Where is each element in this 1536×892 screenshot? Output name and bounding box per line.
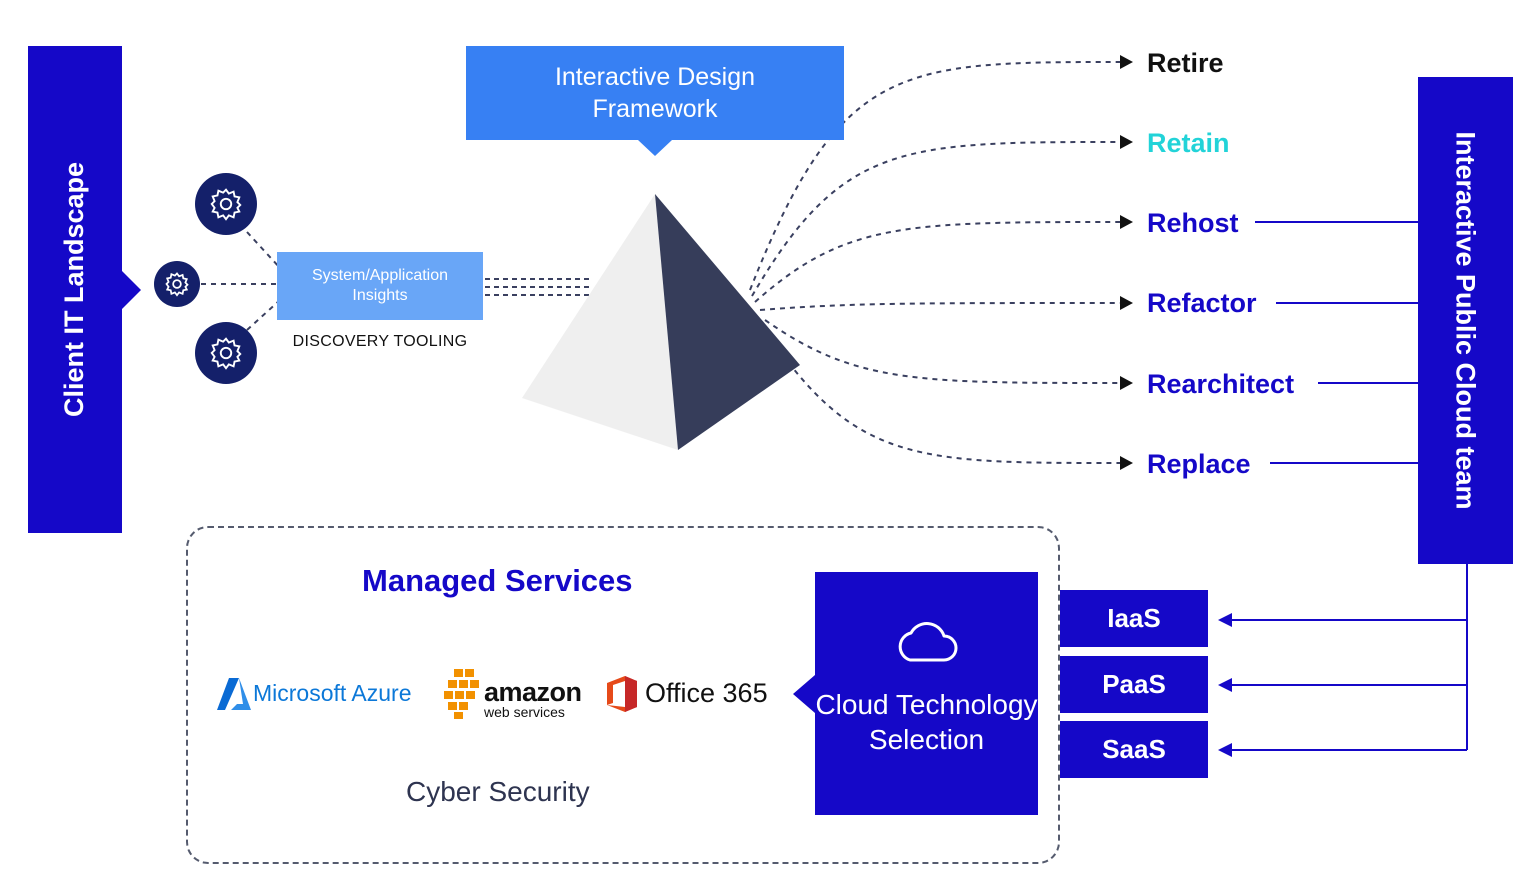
client-it-landscape-pointer [122, 271, 141, 309]
system-insights-label: System/Application Insights [311, 267, 449, 304]
pyramid-light-face [522, 194, 678, 450]
strategy-arrowhead [1120, 135, 1133, 149]
gear-link-line [246, 299, 281, 331]
gear-icon-glyph [210, 188, 242, 221]
service-paas: PaaS [1060, 656, 1208, 713]
public-cloud-team-label: Interactive Public Cloud team [1451, 131, 1481, 510]
gear-icon-glyph [165, 272, 189, 297]
aws-logo-icon [444, 669, 479, 719]
strategy-rehost: Rehost [1147, 208, 1239, 238]
strategy-arrowhead [1120, 215, 1133, 229]
strategy-retire: Retire [1147, 48, 1224, 78]
strategy-arrowhead [1120, 456, 1133, 470]
strategy-connector-line [764, 329, 1121, 464]
office-logo-icon [607, 676, 637, 712]
strategy-retain: Retain [1147, 128, 1230, 158]
gear-icon-glyph [210, 337, 242, 370]
service-iaas: IaaS [1060, 590, 1208, 647]
strategy-connector-line [751, 141, 1121, 297]
strategy-refactor: Refactor [1147, 288, 1257, 318]
azure-logo-icon [217, 678, 251, 710]
cloud-icon [898, 622, 958, 662]
gear-icon [195, 173, 257, 235]
strategy-replace: Replace [1147, 449, 1251, 479]
design-framework-box: Interactive Design Framework [466, 46, 844, 140]
service-saas-label: SaaS [1102, 734, 1166, 764]
client-it-landscape-panel: Client IT Landscape [28, 46, 122, 533]
public-cloud-team-panel: Interactive Public Cloud team [1418, 77, 1513, 564]
framework-pyramid [522, 194, 800, 450]
gear-icon [195, 322, 257, 384]
cloud-technology-selection-box: Cloud Technology Selection [815, 572, 1038, 815]
client-it-landscape-label: Client IT Landscape [59, 161, 90, 418]
aws-logo-text: amazon [484, 677, 582, 707]
service-arrowhead [1218, 613, 1232, 627]
cloud-selection-pointer [793, 675, 815, 713]
managed-services-title: Managed Services [362, 563, 633, 598]
managed-services-frame [186, 526, 1060, 864]
strategy-connector-line [754, 221, 1121, 303]
service-saas: SaaS [1060, 721, 1208, 778]
azure-logo-text: Microsoft Azure [253, 680, 412, 706]
service-arrowhead [1218, 678, 1232, 692]
office-logo-text: Office 365 [645, 678, 768, 708]
strategy-arrowhead [1120, 296, 1133, 310]
design-framework-title: Interactive Design Framework [554, 63, 756, 123]
strategy-arrowhead [1120, 376, 1133, 390]
strategy-connector-line [759, 302, 1121, 311]
design-framework-pointer [638, 140, 672, 156]
service-arrowhead [1218, 743, 1232, 757]
gear-link-line [246, 231, 281, 269]
cyber-security-label: Cyber Security [406, 776, 590, 807]
discovery-tooling-caption: DISCOVERY TOOLING [292, 333, 468, 350]
system-insights-box: System/Application Insights [277, 252, 483, 320]
cloud-technology-selection-label: Cloud Technology Selection [815, 689, 1038, 755]
aws-logo-subtext: web services [484, 704, 565, 720]
strategy-connector-line [749, 61, 1121, 291]
service-paas-label: PaaS [1102, 669, 1166, 699]
strategy-rearchitect: Rearchitect [1147, 369, 1295, 399]
service-iaas-label: IaaS [1107, 603, 1161, 633]
strategy-arrowhead [1120, 55, 1133, 69]
gear-icon [154, 261, 200, 307]
strategy-connector-line [764, 319, 1121, 384]
pyramid-dark-face [655, 194, 800, 450]
